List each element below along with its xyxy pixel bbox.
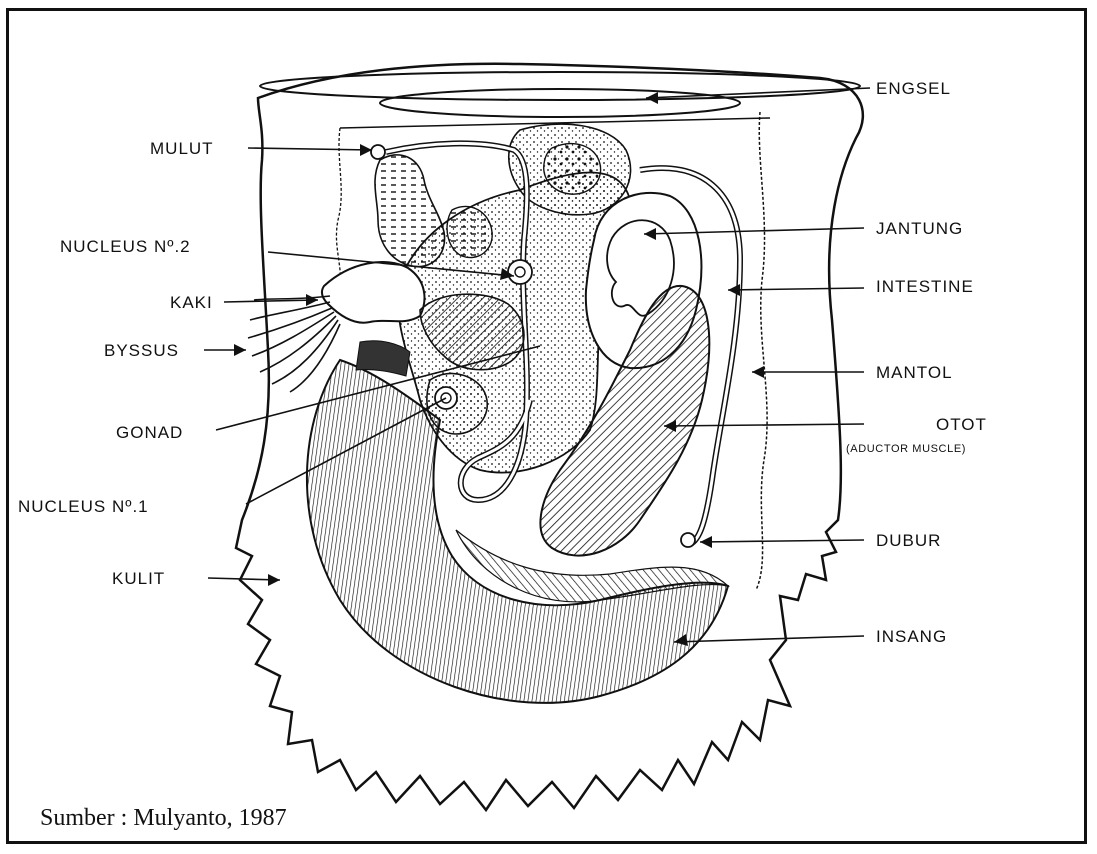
label-jantung: JANTUNG	[876, 219, 963, 238]
label-otot: OTOT	[936, 415, 987, 434]
label-kaki: KAKI	[170, 293, 213, 312]
label-gonad: GONAD	[116, 423, 183, 442]
label-kulit: KULIT	[112, 569, 165, 588]
hinge-top	[260, 72, 860, 100]
stomach-dark	[544, 144, 601, 195]
anus	[681, 533, 695, 547]
hinge-ligament	[380, 89, 740, 117]
label-nucleus-2: NUCLEUS Nº.2	[60, 237, 191, 256]
label-otot-sub: (ADUCTOR MUSCLE)	[846, 443, 966, 455]
byssus-threads	[248, 296, 340, 392]
label-byssus: BYSSUS	[104, 341, 179, 360]
label-intestine: INTESTINE	[876, 277, 974, 296]
label-dubur: DUBUR	[876, 531, 941, 550]
mantle-wavy-right	[756, 112, 767, 590]
label-engsel: ENGSEL	[876, 79, 951, 98]
label-insang: INSANG	[876, 627, 947, 646]
mouth	[371, 145, 385, 159]
label-nucleus-1: NUCLEUS Nº.1	[18, 497, 149, 516]
labial-palp	[375, 155, 445, 267]
source-caption: Sumber : Mulyanto, 1987	[40, 805, 287, 832]
nucleus-2-site	[508, 260, 532, 284]
label-mulut: MULUT	[150, 139, 214, 158]
label-mantol: MANTOL	[876, 363, 953, 382]
foot	[322, 262, 425, 323]
